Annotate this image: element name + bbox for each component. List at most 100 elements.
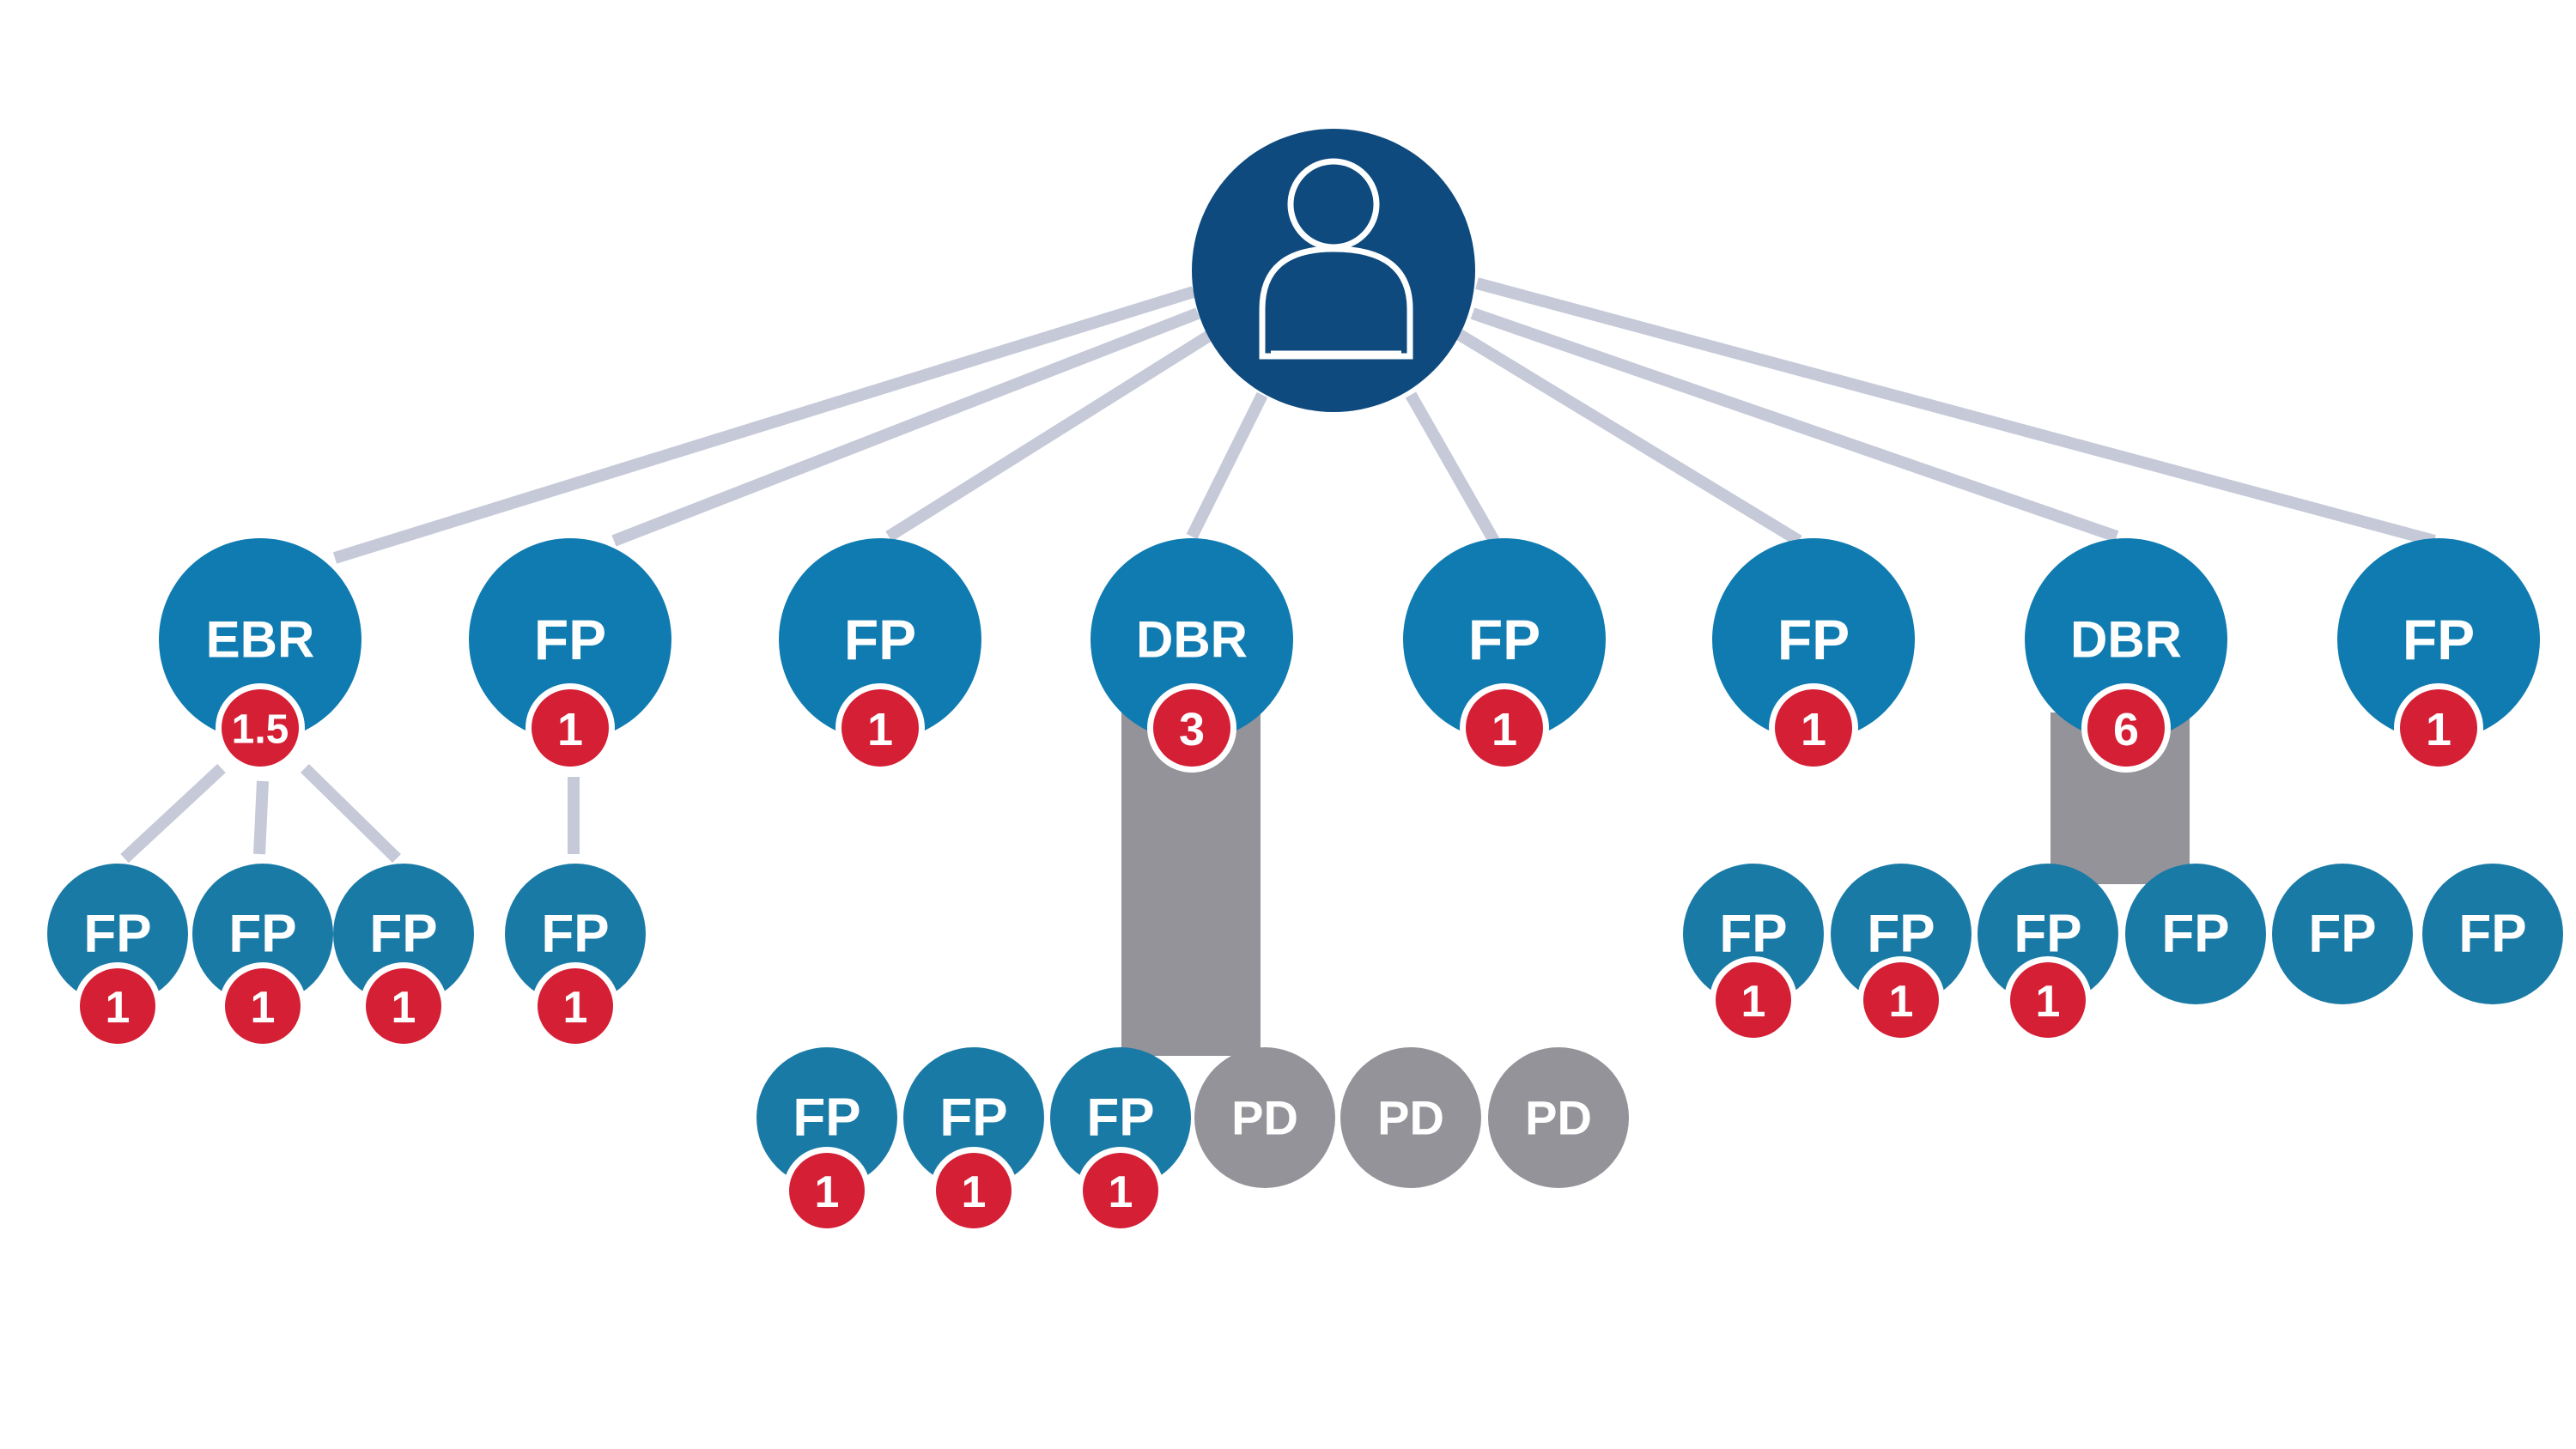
dbr6-child-2-circle — [1831, 864, 1971, 1004]
fp-child-1-circle — [505, 864, 646, 1004]
level1-node-4-label: DBR — [1136, 611, 1248, 669]
ebr-child-1-badge: 1 — [74, 962, 161, 1050]
dbr6-child-1-badge: 1 — [1710, 956, 1797, 1044]
dbr3-child-3-circle — [1050, 1047, 1191, 1188]
dbr3-child-4: PD — [1194, 1047, 1335, 1188]
dbr6-child-3-circle — [1978, 864, 2118, 1004]
connector-ebr-to-child-1 — [120, 763, 226, 864]
dbr3-child-1-badge-circle — [789, 1153, 865, 1228]
level1-node-6-badge-circle — [1775, 689, 1852, 767]
level1-node-6: FP — [1712, 538, 1915, 741]
ebr-child-3-label: FP — [369, 905, 437, 964]
connector-root-to-node-7 — [1470, 307, 2119, 543]
dbr3-child-6-label: PD — [1525, 1091, 1592, 1145]
dbr3-child-2-circle — [903, 1047, 1044, 1188]
ebr-child-2-label: FP — [228, 905, 296, 964]
level1-node-7: DBR — [2025, 538, 2227, 741]
level1-node-1-badge-circle — [222, 689, 299, 767]
ebr-child-2-badge-circle — [225, 968, 301, 1044]
dbr6-child-3-label: FP — [2014, 905, 2081, 964]
level1-node-1-circle — [159, 538, 361, 741]
fp-child-1-badge-circle — [538, 968, 613, 1044]
level1-node-6-circle — [1712, 538, 1915, 741]
ebr-child-1-label: FP — [83, 905, 151, 964]
level1-node-4-badge-circle — [1153, 689, 1230, 767]
dbr6-child-5-label: FP — [2308, 905, 2376, 964]
level1-node-7-badge-label: 6 — [2113, 704, 2139, 755]
dbr3-child-1-label: FP — [793, 1088, 860, 1148]
dbr6-child-2-label: FP — [1867, 905, 1935, 964]
connector-root-to-node-1 — [332, 286, 1196, 564]
level1-node-6-badge: 1 — [1769, 683, 1858, 773]
level1-node-1-badge-label: 1.5 — [232, 707, 289, 753]
ebr-child-2-circle — [192, 864, 333, 1004]
connectors — [120, 277, 2436, 864]
root-node — [1192, 129, 1475, 412]
level1-node-3-label: FP — [844, 608, 916, 671]
level1-node-4: DBR — [1091, 538, 1293, 741]
connector-root-to-node-2 — [611, 307, 1200, 547]
dbr6-child-4: FP — [2125, 864, 2266, 1004]
dbr6-child-2-badge: 1 — [1857, 956, 1945, 1044]
connector-ebr-to-child-2 — [253, 780, 269, 855]
dbr6-child-1: FP — [1683, 864, 1824, 1004]
dbr3-child-2-label: FP — [939, 1088, 1007, 1148]
dbr3-child-3: FP — [1050, 1047, 1191, 1188]
connector-root-to-node-4 — [1186, 391, 1268, 540]
level1-node-2-label: FP — [534, 608, 606, 671]
dbr3-child-1-badge: 1 — [783, 1147, 871, 1234]
level1-node-4-badge-label: 3 — [1179, 704, 1205, 755]
fp-child-1: FP — [505, 864, 646, 1004]
dbr6-child-3-badge-circle — [2010, 962, 2086, 1038]
level1-node-8-badge-circle — [2400, 689, 2477, 767]
dbr6-child-3-badge-label: 1 — [2036, 977, 2061, 1027]
level1-node-4-badge: 3 — [1147, 683, 1236, 773]
dbr6-child-1-label: FP — [1719, 905, 1787, 964]
dbr3-child-1-badge-label: 1 — [815, 1167, 840, 1217]
ebr-child-2-badge: 1 — [219, 962, 307, 1050]
ebr-child-1: FP — [47, 864, 188, 1004]
level1-node-8-badge-label: 1 — [2426, 704, 2451, 755]
dbr3-child-2-badge: 1 — [930, 1147, 1018, 1234]
level1-node-2-badge-label: 1 — [557, 704, 583, 755]
connector-root-to-node-8 — [1475, 277, 2436, 547]
fp-child-1-label: FP — [541, 905, 609, 964]
root-node-circle — [1192, 129, 1475, 412]
ebr-child-3-badge: 1 — [360, 962, 447, 1050]
user-icon — [1259, 158, 1413, 360]
ebr-child-3: FP — [333, 864, 474, 1004]
dbr3-child-1-circle — [756, 1047, 897, 1188]
level1-node-5-badge-label: 1 — [1492, 704, 1517, 755]
level1-node-3-badge-label: 1 — [867, 704, 893, 755]
level1-node-6-badge-label: 1 — [1801, 704, 1826, 755]
dbr6-child-4-circle — [2125, 864, 2266, 1004]
ebr-child-3-badge-label: 1 — [392, 983, 416, 1033]
level1-node-8-circle — [2337, 538, 2540, 741]
dbr3-child-6-circle — [1488, 1047, 1629, 1188]
ebr-child-2-badge-label: 1 — [251, 983, 276, 1033]
level1-node-1: EBR — [159, 538, 361, 741]
level1-node-5-badge: 1 — [1460, 683, 1549, 773]
level1-node-5: FP — [1403, 538, 1606, 741]
dbr6-child-1-circle — [1683, 864, 1824, 1004]
dbr3-child-3-badge-label: 1 — [1109, 1167, 1133, 1217]
dbr3-child-4-circle — [1194, 1047, 1335, 1188]
dbr3-child-3-badge-circle — [1083, 1153, 1158, 1228]
connector-root-to-node-6 — [1456, 330, 1802, 546]
connector-ebr-to-child-3 — [301, 764, 401, 863]
level1-node-1-label: EBR — [206, 611, 315, 669]
ebr-child-1-badge-circle — [80, 968, 155, 1044]
level1-node-5-badge-circle — [1466, 689, 1543, 767]
level1-node-7-circle — [2025, 538, 2227, 741]
level1-node-5-label: FP — [1468, 608, 1540, 671]
level1-node-3: FP — [779, 538, 981, 741]
level1-node-2: FP — [469, 538, 671, 741]
dbr6-child-2: FP — [1831, 864, 1971, 1004]
level1-node-2-badge-circle — [532, 689, 609, 767]
dbr3-child-4-label: PD — [1231, 1091, 1298, 1145]
level1-node-6-label: FP — [1777, 608, 1850, 671]
dbr6-child-5-circle — [2272, 864, 2413, 1004]
level1-node-4-circle — [1091, 538, 1293, 741]
dbr3-child-2: FP — [903, 1047, 1044, 1188]
